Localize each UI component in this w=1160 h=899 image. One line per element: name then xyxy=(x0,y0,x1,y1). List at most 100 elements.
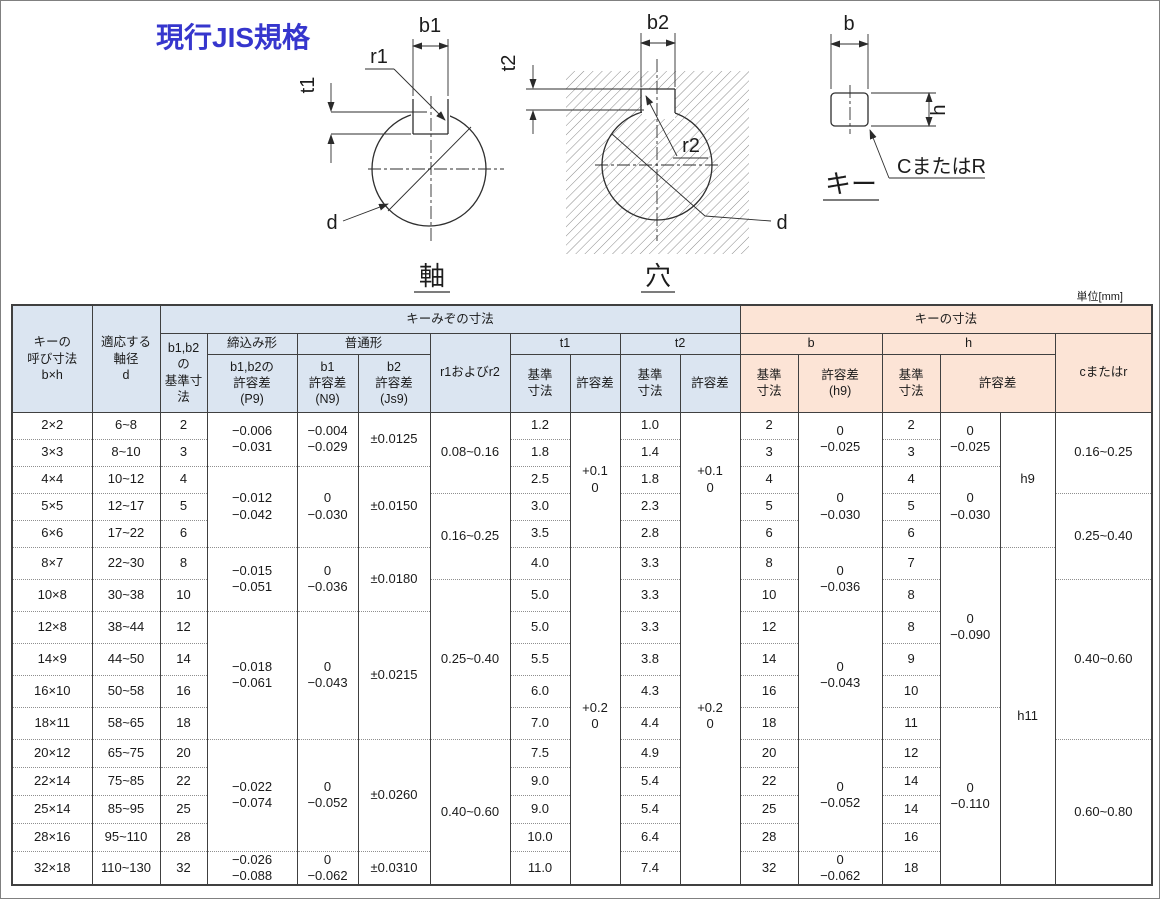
h-tol-cell: 0 −0.030 xyxy=(940,466,1001,548)
header-groove-group: キーみぞの寸法 xyxy=(159,304,741,334)
shaft-dia-cell: 95~110 xyxy=(92,823,161,852)
b12-base-cell: 12 xyxy=(160,611,208,644)
n9-tol-cell: 0 −0.062 xyxy=(297,851,359,885)
shaft-dia-cell: 17~22 xyxy=(92,520,161,548)
b12-base-cell: 22 xyxy=(160,767,208,796)
header-t1: t1 xyxy=(509,332,621,355)
c-r-range-cell: 0.16~0.25 xyxy=(1055,412,1153,494)
t1-base-cell: 5.0 xyxy=(510,611,571,644)
hole-keyway-mask xyxy=(642,89,675,119)
shaft-keyway-outline xyxy=(412,99,449,135)
hole-d-label: d xyxy=(776,212,787,234)
r2-label: r2 xyxy=(682,135,700,157)
t2-base-cell: 3.3 xyxy=(620,611,681,644)
b-base-cell: 14 xyxy=(740,643,799,676)
p9-tol-cell: −0.026 −0.088 xyxy=(207,851,298,885)
b-base-cell: 22 xyxy=(740,767,799,796)
h-grade-cell: h11 xyxy=(1000,547,1056,886)
shaft-dia-cell: 30~38 xyxy=(92,579,161,612)
key-size-cell: 25×14 xyxy=(11,795,93,824)
t2-dimension xyxy=(526,65,644,134)
shaft-dia-cell: 110~130 xyxy=(92,851,161,885)
c-r-range-cell: 0.40~0.60 xyxy=(1055,579,1153,740)
table-row: 22×14 75~85 22 9.0 5.4 22 14 xyxy=(11,767,1152,796)
t2-label: t2 xyxy=(498,55,520,72)
hole-diagram: b2 t2 r2 d 穴 xyxy=(498,12,788,293)
t2-base-cell: 5.4 xyxy=(620,795,681,824)
key-size-cell: 2×2 xyxy=(11,412,93,440)
key-size-cell: 3×3 xyxy=(11,439,93,467)
shaft-dia-cell: 75~85 xyxy=(92,767,161,796)
js9-tol-cell: ±0.0310 xyxy=(358,851,431,885)
n9-tol-cell: 0 −0.036 xyxy=(297,547,359,612)
h-base-cell: 8 xyxy=(882,579,941,612)
c-r-range-cell: 0.25~0.40 xyxy=(1055,493,1153,580)
hole-keyway-outline xyxy=(640,88,676,113)
t1-base-cell: 11.0 xyxy=(510,851,571,885)
js9-tol-cell: ±0.0215 xyxy=(358,611,431,740)
r12-range-cell: 0.25~0.40 xyxy=(430,579,511,740)
header-b: b xyxy=(739,332,883,355)
b-tol-cell: 0 −0.052 xyxy=(798,739,883,852)
n9-tol-cell: −0.004 −0.029 xyxy=(297,412,359,467)
js9-tol-cell: ±0.0260 xyxy=(358,739,431,852)
b12-base-cell: 2 xyxy=(160,412,208,440)
b2-label: b2 xyxy=(647,12,669,34)
hole-diameter-line xyxy=(611,133,706,217)
header-h: h xyxy=(881,332,1056,355)
shaft-dia-cell: 6~8 xyxy=(92,412,161,440)
h-base-cell: 7 xyxy=(882,547,941,580)
shaft-diagram: b1 t1 r1 d 軸 xyxy=(297,15,504,293)
table-row: 14×9 44~50 14 5.5 3.8 14 9 xyxy=(11,643,1152,676)
t1-base-cell: 3.5 xyxy=(510,520,571,548)
b12-base-cell: 16 xyxy=(160,675,208,708)
key-size-cell: 8×7 xyxy=(11,547,93,580)
r12-range-cell: 0.40~0.60 xyxy=(430,739,511,886)
p9-tol-cell: −0.022 −0.074 xyxy=(207,739,298,852)
t2-base-cell: 3.3 xyxy=(620,579,681,612)
b-tol-cell: 0 −0.062 xyxy=(798,851,883,885)
key-size-cell: 6×6 xyxy=(11,520,93,548)
shaft-dia-cell: 58~65 xyxy=(92,707,161,740)
h-base-cell: 14 xyxy=(882,795,941,824)
table-row: 20×12 65~75 20 −0.022 −0.074 0 −0.052 ±0… xyxy=(11,739,1153,886)
header-b-base: 基準 寸法 xyxy=(739,353,799,413)
h-grade-cell: h9 xyxy=(1000,412,1056,548)
shaft-dia-cell: 8~10 xyxy=(92,439,161,467)
b12-base-cell: 14 xyxy=(160,643,208,676)
t2-base-cell: 7.4 xyxy=(620,851,681,885)
h-base-cell: 9 xyxy=(882,643,941,676)
table-row: 5×5 12~17 5 0.16~0.25 3.0 2.3 5 5 0.25~0… xyxy=(11,493,1153,580)
h-base-cell: 3 xyxy=(882,439,941,467)
b-label: b xyxy=(843,13,854,35)
p9-tol-cell: −0.018 −0.061 xyxy=(207,611,298,740)
b-tol-cell: 0 −0.030 xyxy=(798,466,883,548)
t2-base-cell: 6.4 xyxy=(620,823,681,852)
t1-base-cell: 4.0 xyxy=(510,547,571,580)
key-outline xyxy=(830,92,869,127)
key-size-cell: 12×8 xyxy=(11,611,93,644)
shaft-dia-cell: 85~95 xyxy=(92,795,161,824)
key-size-cell: 20×12 xyxy=(11,739,93,768)
h-tol-cell: 0 −0.110 xyxy=(940,707,1001,886)
n9-tol-cell: 0 −0.052 xyxy=(297,739,359,852)
h-base-cell: 5 xyxy=(882,493,941,521)
b1-dimension xyxy=(412,39,449,96)
header-t1-tol: 許容差 xyxy=(569,353,621,413)
b12-base-cell: 10 xyxy=(160,579,208,612)
header-t2-tol: 許容差 xyxy=(679,353,741,413)
header-h-tol: 許容差 xyxy=(939,353,1056,413)
t1-tol-cell: +0.1 0 xyxy=(570,412,621,548)
key-size-cell: 5×5 xyxy=(11,493,93,521)
shaft-dia-cell: 38~44 xyxy=(92,611,161,644)
h-base-cell: 16 xyxy=(882,823,941,852)
b12-base-cell: 18 xyxy=(160,707,208,740)
t1-base-cell: 7.5 xyxy=(510,739,571,768)
b-base-cell: 5 xyxy=(740,493,799,521)
table-row: 6×6 17~22 6 3.5 2.8 6 6 xyxy=(11,520,1152,548)
header-c-or-r: cまたはr xyxy=(1054,332,1153,413)
r1-label: r1 xyxy=(370,46,388,68)
header-key-group: キーの寸法 xyxy=(739,304,1153,334)
b12-base-cell: 28 xyxy=(160,823,208,852)
